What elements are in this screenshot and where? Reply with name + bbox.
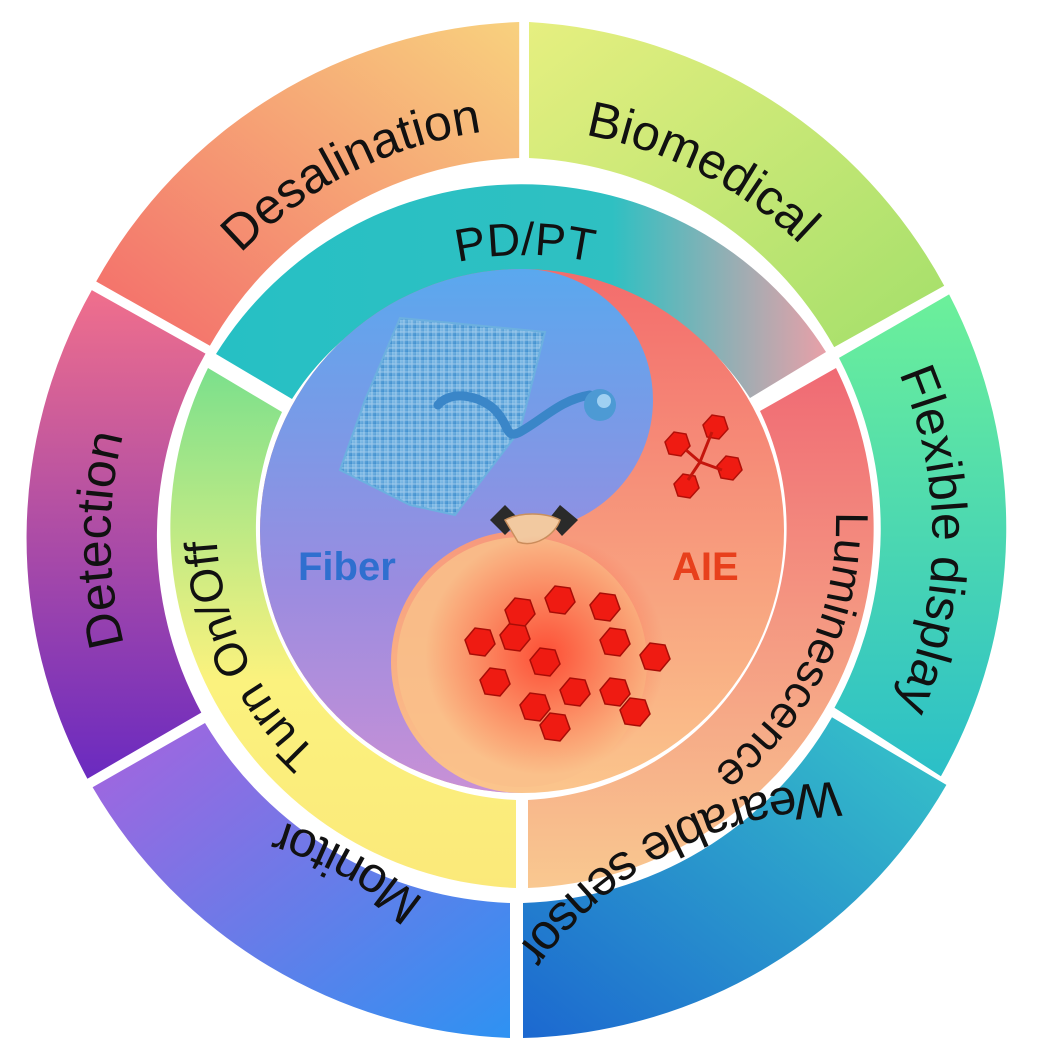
inner-ring: [170, 184, 874, 888]
segment-turn-on-off: [170, 368, 516, 888]
segment-luminescence: [528, 368, 874, 888]
pd-pt-label: PD/PT: [451, 213, 600, 272]
segment-desalination: [96, 22, 520, 346]
segment-wearable-sensor: [523, 717, 947, 1038]
fiber-mesh-icon: [338, 316, 616, 517]
segment-pd-pt: [216, 184, 826, 399]
segment-monitor: [92, 723, 510, 1038]
aie-molecule-icon: [664, 414, 743, 499]
segment-detection: [26, 290, 206, 779]
segment-biomedical: [529, 22, 945, 348]
fiber-half: [260, 269, 653, 793]
outer-ring: [26, 22, 1007, 1038]
aie-cluster-icon: [425, 535, 671, 775]
fiber-label: Fiber: [298, 545, 396, 589]
aie-label: AIE: [672, 545, 739, 589]
segment-flexible-display: [834, 294, 1007, 777]
svg-text:PD/PT: PD/PT: [451, 213, 600, 272]
